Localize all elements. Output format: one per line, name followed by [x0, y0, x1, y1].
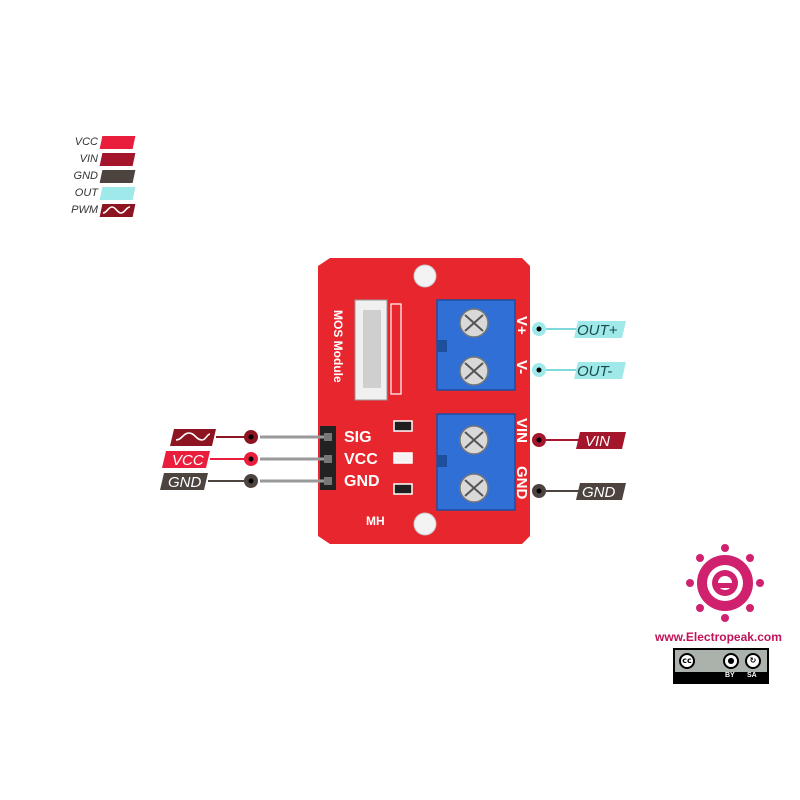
pin-tag-gnd-right: GND [532, 483, 626, 501]
legend-item-vcc: VCC [40, 134, 150, 150]
pin-tag-text: OUT- [577, 363, 612, 380]
share-alike-icon: ↻ [745, 653, 761, 669]
pwm-wave-icon [102, 206, 131, 214]
license-by-label: BY [725, 672, 735, 679]
pin-label-vcc: VCC [344, 451, 378, 468]
pin-tag-out-minus: OUT- [532, 362, 626, 380]
pin-tag-vin: VIN [532, 432, 626, 450]
board-title: MOS Module [331, 310, 345, 383]
pin-tag-text: GND [168, 474, 202, 491]
terminal-label-gnd: GND [513, 466, 530, 500]
mounting-hole-bottom [413, 512, 437, 536]
pwm-swatch [99, 204, 136, 217]
legend-item-vin: VIN [40, 151, 150, 167]
smd-components [393, 420, 413, 495]
legend-item-gnd: GND [40, 168, 150, 184]
pin-tag-vcc: VCC [162, 451, 258, 469]
pin-tag-text: VCC [172, 452, 204, 469]
pin-tag-text: VIN [585, 433, 610, 450]
mounting-hole-top [413, 264, 437, 288]
electropeak-logo-icon [686, 544, 764, 622]
terminal-label-vin: VIN [513, 418, 530, 443]
legend-label: GND [73, 170, 98, 182]
license-sa-label: SA [747, 672, 757, 679]
pin-tag-pwm [170, 429, 258, 446]
pin-header [260, 426, 336, 490]
terminal-block-output [436, 299, 516, 391]
legend-label: VIN [79, 153, 98, 165]
legend-item-out: OUT [40, 185, 150, 201]
mosfet-transistor [354, 299, 402, 401]
pin-tag-out-plus: OUT+ [532, 321, 626, 339]
pin-tag-text: GND [582, 484, 616, 501]
pin-tag-gnd: GND [160, 473, 258, 491]
terminal-block-input [436, 413, 516, 511]
cc-license-top: cc ● ↻ [675, 650, 767, 672]
legend-item-pwm: PWM [40, 202, 150, 218]
by-person-icon: ● [723, 653, 739, 669]
pwm-wave-icon [175, 432, 211, 441]
terminal-label-v-plus: V+ [513, 316, 530, 335]
pin-label-sig: SIG [344, 429, 372, 446]
maker-mark: MH [366, 514, 385, 528]
cc-icon: cc [679, 653, 695, 669]
legend-label: PWM [71, 204, 98, 216]
cc-license-badge: cc ● ↻ BY SA [673, 648, 769, 684]
legend-label: VCC [74, 136, 98, 148]
pin-label-gnd: GND [344, 473, 380, 490]
website-url: www.Electropeak.com [655, 630, 782, 644]
terminal-label-v-minus: V- [513, 360, 530, 374]
legend-label: OUT [74, 187, 98, 199]
pin-tag-text: OUT+ [577, 322, 618, 339]
